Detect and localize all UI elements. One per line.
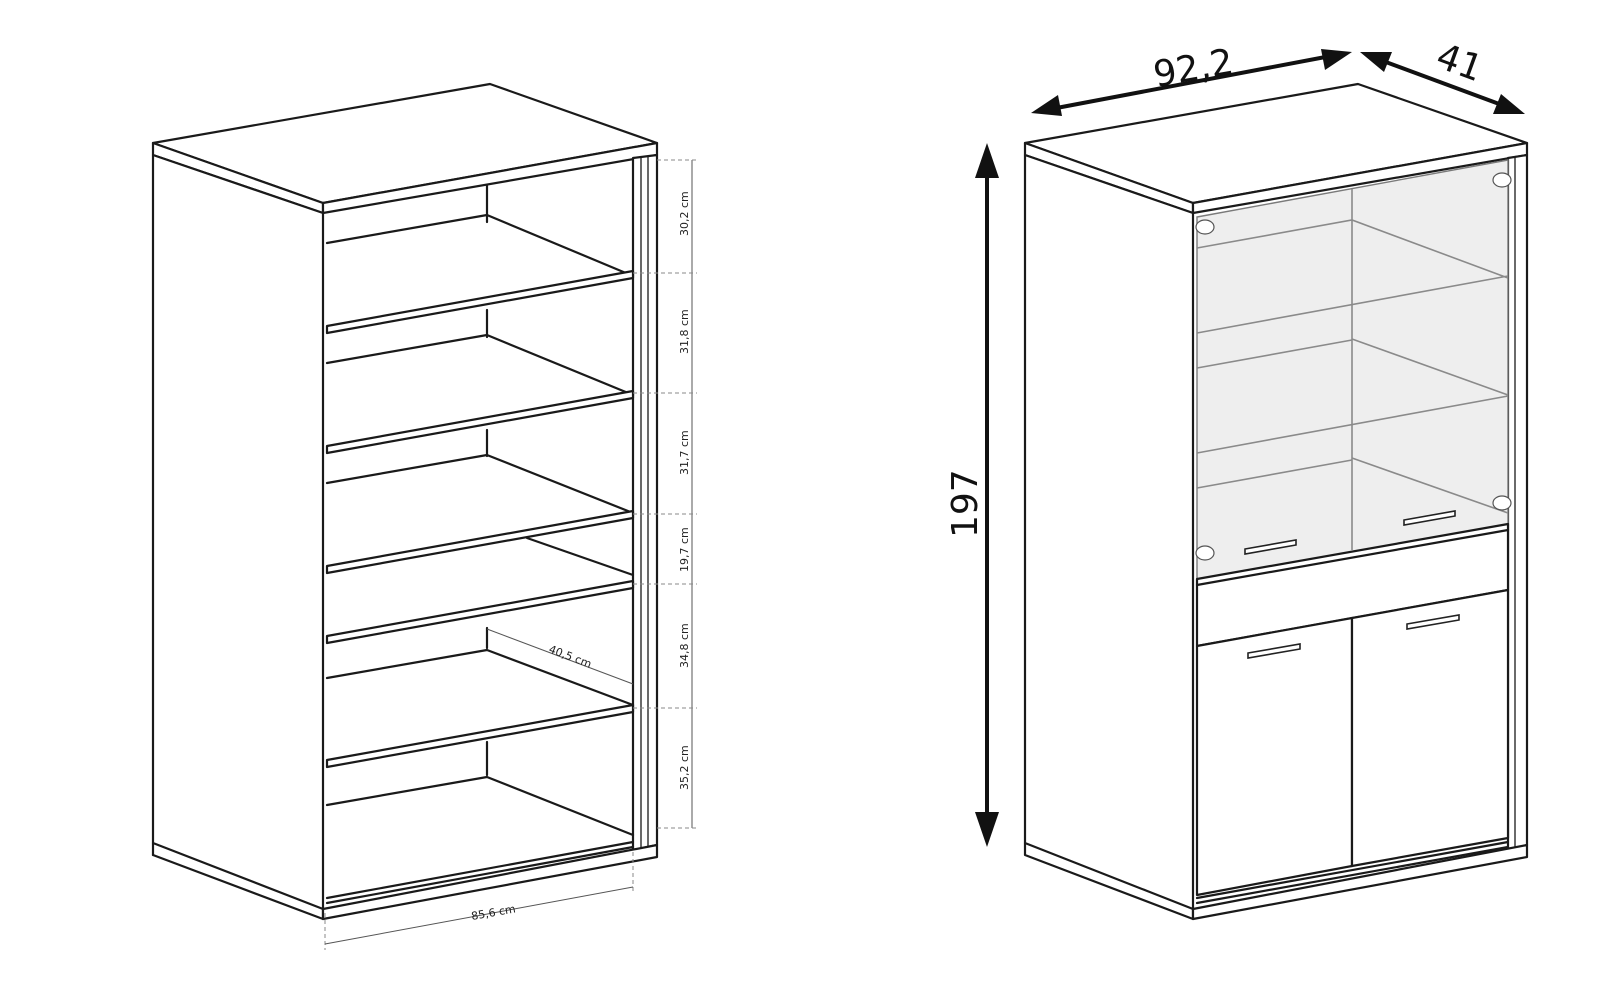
width-dimension-label: 85,6 cm xyxy=(470,902,516,923)
left-cabinet-side xyxy=(151,153,325,911)
lower-door-right[interactable] xyxy=(1350,588,1510,868)
glass-door-handle-left[interactable] xyxy=(1244,539,1297,555)
shelf-spacing-dimensions: 30,2 cm 31,8 cm 31,7 cm 19,7 cm 34,8 cm … xyxy=(633,159,697,829)
shelf-spacing-2: 31,8 cm xyxy=(678,309,691,354)
lower-door-handle-left[interactable] xyxy=(1247,643,1301,659)
closed-cabinet-view: 92,2 41 197 xyxy=(945,36,1529,921)
left-cabinet-right-frame xyxy=(631,153,659,852)
overall-height-label: 197 xyxy=(945,469,986,538)
glass-door-handle-right[interactable] xyxy=(1403,510,1456,526)
shelf-spacing-6: 35,2 cm xyxy=(678,745,691,790)
shelf-spacing-3: 31,7 cm xyxy=(678,430,691,475)
left-cabinet-shelves xyxy=(325,213,635,837)
lower-door-handle-right[interactable] xyxy=(1406,614,1460,630)
overall-height-dimension: 197 xyxy=(945,143,999,847)
shelf-spacing-5: 34,8 cm xyxy=(678,623,691,668)
depth-dimension-label: 40,5 cm xyxy=(547,643,593,671)
overall-width-label: 92,2 xyxy=(1150,42,1236,96)
shelf-spacing-4: 19,7 cm xyxy=(678,527,691,572)
open-cabinet-view: 40,5 cm 30,2 cm 31,8 cm 31,7 cm 19,7 cm … xyxy=(151,82,697,950)
right-cabinet-side xyxy=(1023,153,1195,911)
lower-door-left[interactable] xyxy=(1195,616,1354,897)
left-cabinet-bottom xyxy=(321,843,659,921)
shelf-spacing-1: 30,2 cm xyxy=(678,191,691,236)
